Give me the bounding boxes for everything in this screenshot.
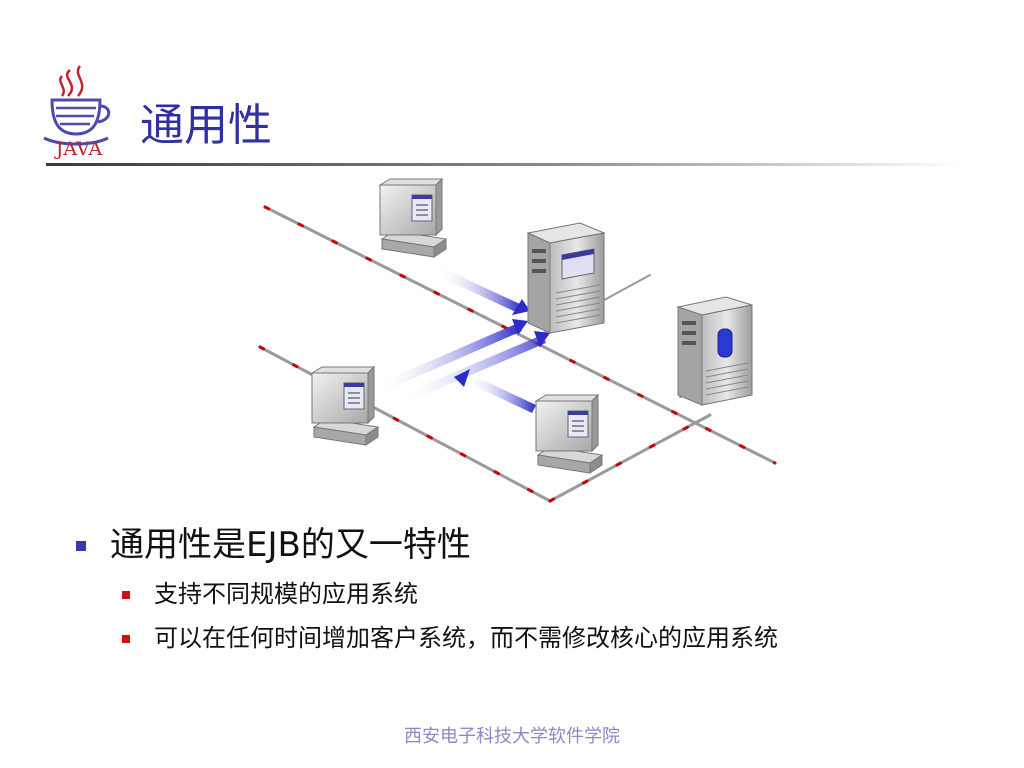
slide-title: 通用性	[140, 100, 272, 151]
list-item: 可以在任何时间增加客户系统，而不需修改核心的应用系统	[70, 616, 970, 660]
server-tower-icon	[526, 222, 606, 334]
footer-text: 西安电子科技大学软件学院	[404, 726, 620, 747]
title-divider	[46, 163, 962, 166]
network-diagram	[258, 177, 777, 503]
desktop-computer-icon	[534, 393, 604, 474]
sub-bullet-text: 支持不同规模的应用系统	[154, 580, 418, 608]
list-item: 通用性是EJB的又一特性	[70, 520, 970, 572]
list-item: 支持不同规模的应用系统	[70, 572, 970, 616]
java-wordmark: JAVA	[55, 138, 103, 160]
arrow-icon	[454, 369, 536, 413]
bullet-list: 通用性是EJB的又一特性 支持不同规模的应用系统 可以在任何时间增加客户系统，而…	[70, 520, 970, 660]
java-cup-icon	[43, 65, 111, 146]
arrow-icon	[436, 267, 530, 315]
sub-bullet-marker	[122, 591, 130, 599]
sub-bullet-text: 可以在任何时间增加客户系统，而不需修改核心的应用系统	[154, 624, 778, 652]
database-server-icon	[676, 296, 753, 406]
bullet-text: 通用性是EJB的又一特性	[110, 525, 471, 565]
arrow-icon	[400, 331, 550, 403]
bullet-marker	[76, 541, 86, 551]
sub-bullet-marker	[122, 635, 130, 643]
desktop-computer-icon	[378, 177, 448, 258]
desktop-computer-icon	[310, 365, 380, 446]
network-cable-lower	[258, 345, 712, 503]
arrow-icon	[375, 319, 528, 393]
network-cable-main	[263, 205, 777, 465]
